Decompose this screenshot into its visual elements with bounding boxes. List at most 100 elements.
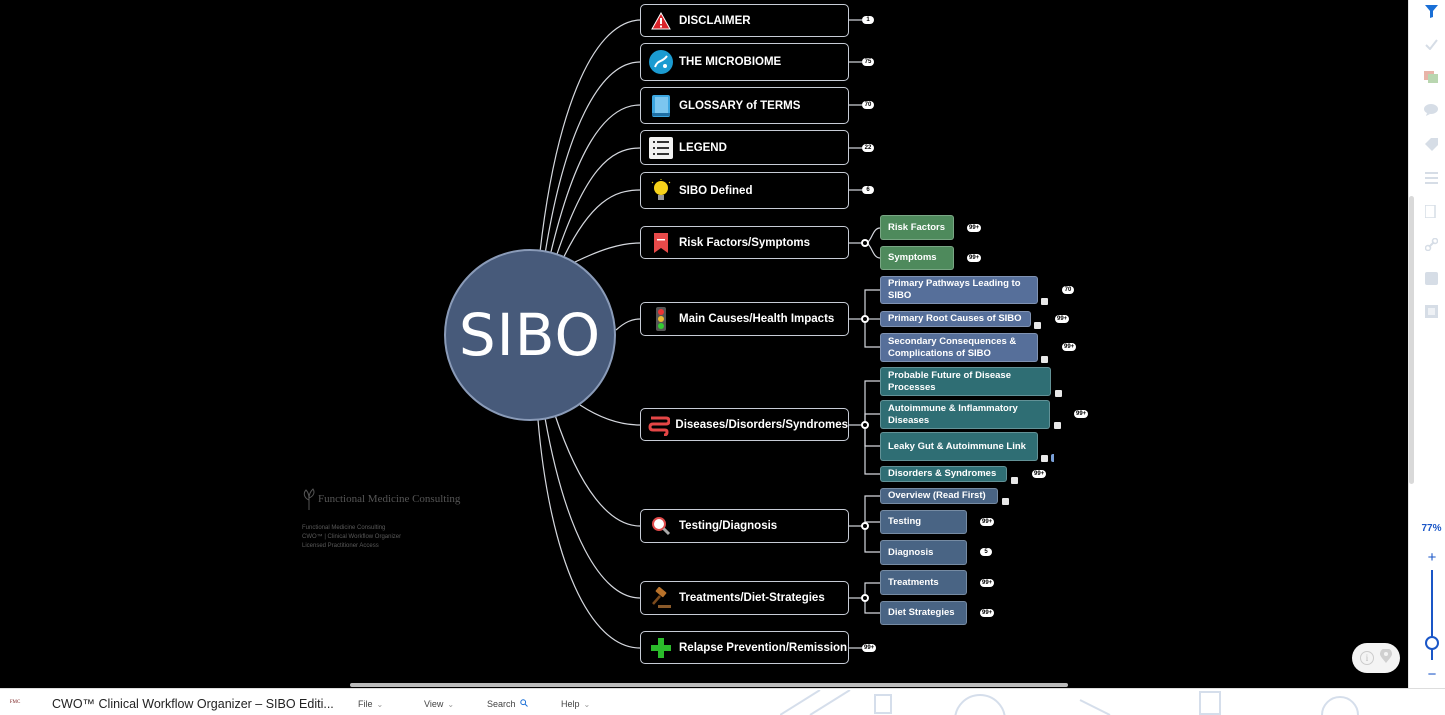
count-badge[interactable]: 75 bbox=[862, 58, 874, 66]
theme-icon[interactable] bbox=[1424, 304, 1438, 318]
note-icon[interactable] bbox=[1055, 390, 1062, 397]
collapse-knob[interactable] bbox=[861, 594, 869, 602]
collapse-knob[interactable] bbox=[861, 522, 869, 530]
chat-icon[interactable] bbox=[1424, 103, 1438, 117]
topic-risk-factors-symptoms[interactable]: Risk Factors/Symptoms bbox=[640, 226, 849, 259]
audio-icon[interactable] bbox=[1051, 454, 1059, 462]
topic-label: Treatments/Diet-Strategies bbox=[679, 592, 825, 604]
style-icon[interactable] bbox=[1424, 271, 1438, 285]
watermark-logo: Functional Medicine Consulting bbox=[302, 488, 460, 510]
filter-icon[interactable] bbox=[1424, 4, 1438, 18]
subtopic-autoimmune-inflammatory[interactable]: Autoimmune & Inflammatory Diseases bbox=[880, 400, 1050, 429]
topic-microbiome[interactable]: THE MICROBIOME bbox=[640, 43, 849, 81]
green-cross-icon bbox=[647, 637, 675, 658]
bottom-bar bbox=[0, 688, 1445, 715]
note-icon[interactable] bbox=[1054, 422, 1061, 429]
subtopic-risk-factors[interactable]: Risk Factors bbox=[880, 215, 954, 240]
count-badge[interactable]: 99+ bbox=[980, 609, 995, 617]
topic-glossary[interactable]: GLOSSARY of TERMS bbox=[640, 87, 849, 124]
subtopic-testing[interactable]: Testing bbox=[880, 510, 967, 534]
note-icon[interactable] bbox=[1011, 477, 1018, 484]
zoom-slider-thumb[interactable] bbox=[1425, 636, 1439, 650]
topic-label: GLOSSARY of TERMS bbox=[679, 99, 801, 112]
leaf-icon bbox=[303, 488, 315, 510]
count-badge[interactable]: 99+ bbox=[1062, 343, 1077, 351]
info-icon[interactable]: i bbox=[1360, 651, 1374, 665]
subtopic-overview[interactable]: Overview (Read First) bbox=[880, 488, 998, 504]
note-icon[interactable] bbox=[1041, 298, 1048, 305]
subtopic-leaky-gut[interactable]: Leaky Gut & Autoimmune Link bbox=[880, 432, 1038, 461]
subtopic-secondary-consequences[interactable]: Secondary Consequences & Complications o… bbox=[880, 333, 1038, 362]
note-icon[interactable] bbox=[1041, 455, 1048, 462]
zoom-in-button[interactable]: + bbox=[1427, 549, 1437, 566]
subtopic-diet-strategies[interactable]: Diet Strategies bbox=[880, 601, 967, 625]
subtopic-label: Treatments bbox=[888, 576, 939, 588]
edit-icon[interactable] bbox=[1424, 204, 1438, 218]
document-title[interactable]: CWO™ Clinical Workflow Organizer – SIBO … bbox=[52, 697, 334, 711]
link-icon[interactable] bbox=[1424, 237, 1438, 251]
topic-label: DISCLAIMER bbox=[679, 14, 751, 27]
collapse-knob[interactable] bbox=[861, 421, 869, 429]
topic-label: THE MICROBIOME bbox=[679, 56, 782, 68]
topic-main-causes[interactable]: Main Causes/Health Impacts bbox=[640, 302, 849, 336]
mindmap-canvas[interactable]: SIBO DISCLAIMER THE MICROBIOME GLOSSARY … bbox=[0, 0, 1408, 683]
subtopic-primary-pathways[interactable]: Primary Pathways Leading to SIBO bbox=[880, 276, 1038, 304]
collapse-knob[interactable] bbox=[861, 239, 869, 247]
subtopic-diagnosis[interactable]: Diagnosis bbox=[880, 540, 967, 565]
count-badge[interactable]: 99+ bbox=[1074, 410, 1089, 418]
count-badge[interactable]: 99+ bbox=[967, 254, 982, 262]
topic-testing-diagnosis[interactable]: Testing/Diagnosis bbox=[640, 509, 849, 543]
count-badge[interactable]: 99+ bbox=[980, 579, 995, 587]
menu-search[interactable]: Search bbox=[487, 699, 528, 709]
subtopic-treatments[interactable]: Treatments bbox=[880, 570, 967, 595]
note-icon[interactable] bbox=[1002, 498, 1009, 505]
topic-sibo-defined[interactable]: SIBO Defined bbox=[640, 172, 849, 209]
zoom-out-button[interactable]: − bbox=[1427, 666, 1437, 683]
topic-label: SIBO Defined bbox=[679, 184, 753, 197]
count-badge[interactable]: 6 bbox=[862, 186, 874, 194]
app-logo[interactable]: FMC bbox=[9, 700, 21, 705]
count-badge[interactable]: 99+ bbox=[967, 224, 982, 232]
menu-label: Help bbox=[561, 699, 580, 709]
tag-icon[interactable] bbox=[1424, 137, 1438, 151]
topic-disclaimer[interactable]: DISCLAIMER bbox=[640, 4, 849, 37]
count-badge[interactable]: 5 bbox=[980, 548, 992, 556]
subtopic-disorders-syndromes[interactable]: Disorders & Syndromes bbox=[880, 466, 1007, 482]
menu-view[interactable]: View ⌄ bbox=[424, 699, 454, 709]
watermark-line: Functional Medicine Consulting bbox=[302, 525, 386, 531]
count-badge[interactable]: 70 bbox=[1062, 286, 1074, 294]
vertical-scrollbar[interactable] bbox=[1409, 196, 1414, 484]
table-icon[interactable] bbox=[1424, 171, 1438, 185]
location-pin-icon[interactable] bbox=[1380, 647, 1392, 668]
topic-diseases[interactable]: Diseases/Disorders/Syndromes bbox=[640, 408, 849, 441]
note-icon[interactable] bbox=[1041, 356, 1048, 363]
topic-relapse-prevention[interactable]: Relapse Prevention/Remission bbox=[640, 631, 849, 664]
menu-help[interactable]: Help ⌄ bbox=[561, 699, 590, 709]
check-icon[interactable] bbox=[1424, 37, 1438, 51]
topic-treatments[interactable]: Treatments/Diet-Strategies bbox=[640, 581, 849, 615]
count-badge[interactable]: 70 bbox=[862, 101, 874, 109]
floating-controls: i bbox=[1352, 643, 1400, 673]
note-icon[interactable] bbox=[1034, 322, 1041, 329]
count-badge[interactable]: 99+ bbox=[1055, 315, 1070, 323]
topic-legend[interactable]: LEGEND bbox=[640, 130, 849, 165]
subtopic-primary-root-causes[interactable]: Primary Root Causes of SIBO bbox=[880, 311, 1031, 327]
count-badge[interactable]: 1 bbox=[862, 16, 874, 24]
count-badge[interactable]: 99+ bbox=[1032, 470, 1047, 478]
central-topic-label: SIBO bbox=[458, 301, 602, 369]
central-topic-sibo[interactable]: SIBO bbox=[444, 249, 616, 421]
subtopic-symptoms[interactable]: Symptoms bbox=[880, 246, 954, 270]
bookmark-icon bbox=[647, 232, 675, 254]
image-icon[interactable] bbox=[1424, 70, 1438, 84]
count-badge[interactable]: 99+ bbox=[862, 644, 877, 652]
menu-file[interactable]: File ⌄ bbox=[358, 699, 383, 709]
menu-label: Search bbox=[487, 699, 516, 709]
zoom-slider-track[interactable] bbox=[1431, 570, 1433, 660]
collapse-knob[interactable] bbox=[861, 315, 869, 323]
count-badge[interactable]: 99+ bbox=[980, 518, 995, 526]
count-badge[interactable]: 22 bbox=[862, 144, 874, 152]
horizontal-scrollbar[interactable] bbox=[350, 683, 1068, 687]
subtopic-probable-future[interactable]: Probable Future of Disease Processes bbox=[880, 367, 1051, 396]
subtopic-label: Disorders & Syndromes bbox=[888, 468, 997, 479]
book-icon bbox=[647, 94, 675, 118]
